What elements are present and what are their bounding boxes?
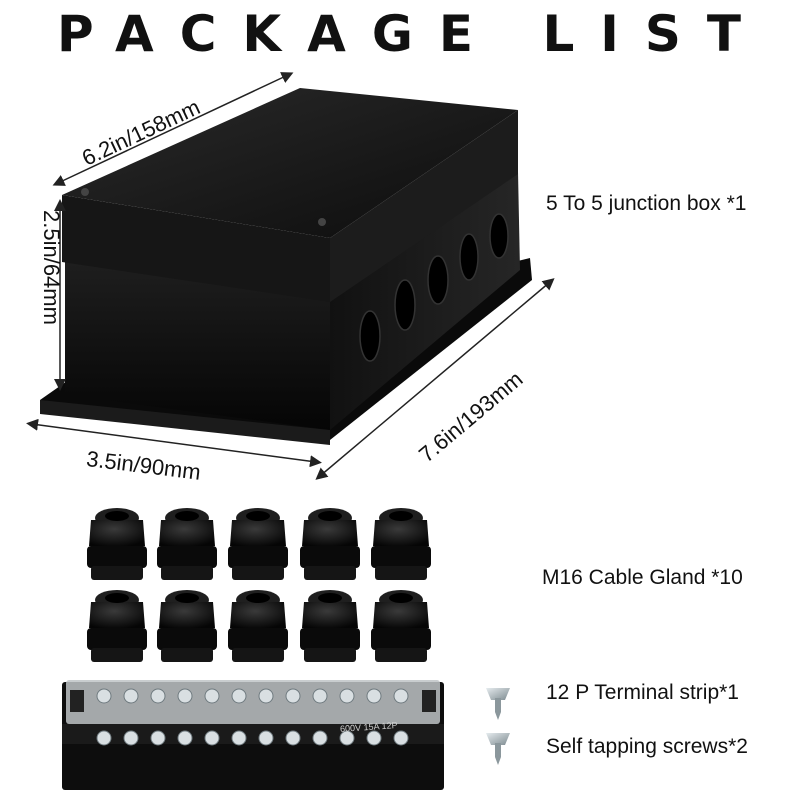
dimension-arrows — [26, 72, 555, 480]
terminal-screw — [393, 730, 409, 746]
terminal-screw — [231, 688, 247, 704]
terminal-screw — [366, 688, 382, 704]
terminal-screw — [204, 688, 220, 704]
terminal-screw — [258, 730, 274, 746]
page-title: PACKAGE LIST — [56, 5, 768, 63]
terminal-screw — [258, 688, 274, 704]
cable-gland-group — [87, 508, 431, 662]
cable-gland-5 — [371, 508, 431, 580]
terminal-screw — [96, 730, 112, 746]
terminal-screw — [177, 730, 193, 746]
screw-1 — [486, 688, 510, 720]
cable-gland-1 — [87, 508, 147, 580]
terminal-screw — [123, 688, 139, 704]
cable-gland-4 — [300, 508, 360, 580]
cable-gland-label: M16 Cable Gland *10 — [542, 566, 743, 589]
cable-gland-7 — [157, 590, 217, 662]
terminal-screw — [96, 688, 112, 704]
screw-2 — [486, 733, 510, 765]
terminal-screw — [312, 688, 328, 704]
terminal-screw — [285, 730, 301, 746]
cable-gland-3 — [228, 508, 288, 580]
cable-gland-10 — [371, 590, 431, 662]
terminal-screw — [177, 688, 193, 704]
terminal-screw — [339, 688, 355, 704]
terminal-screw — [339, 730, 355, 746]
cable-gland-8 — [228, 590, 288, 662]
terminal-screw — [150, 688, 166, 704]
junction-box-label: 5 To 5 junction box *1 — [546, 192, 747, 215]
terminal-screw — [150, 730, 166, 746]
terminal-screw — [366, 730, 382, 746]
cable-gland-6 — [87, 590, 147, 662]
terminal-screw — [123, 730, 139, 746]
dimension-height: 2.5in/64mm — [39, 210, 64, 325]
terminal-screw — [312, 730, 328, 746]
terminal-screws — [96, 688, 409, 746]
cable-gland-9 — [300, 590, 360, 662]
terminal-strip-label: 12 P Terminal strip*1 — [546, 681, 739, 704]
terminal-screw — [393, 688, 409, 704]
terminal-strip — [62, 680, 444, 790]
terminal-screw — [231, 730, 247, 746]
terminal-screw — [204, 730, 220, 746]
cable-gland-2 — [157, 508, 217, 580]
terminal-screw — [285, 688, 301, 704]
screws-label: Self tapping screws*2 — [546, 735, 748, 758]
